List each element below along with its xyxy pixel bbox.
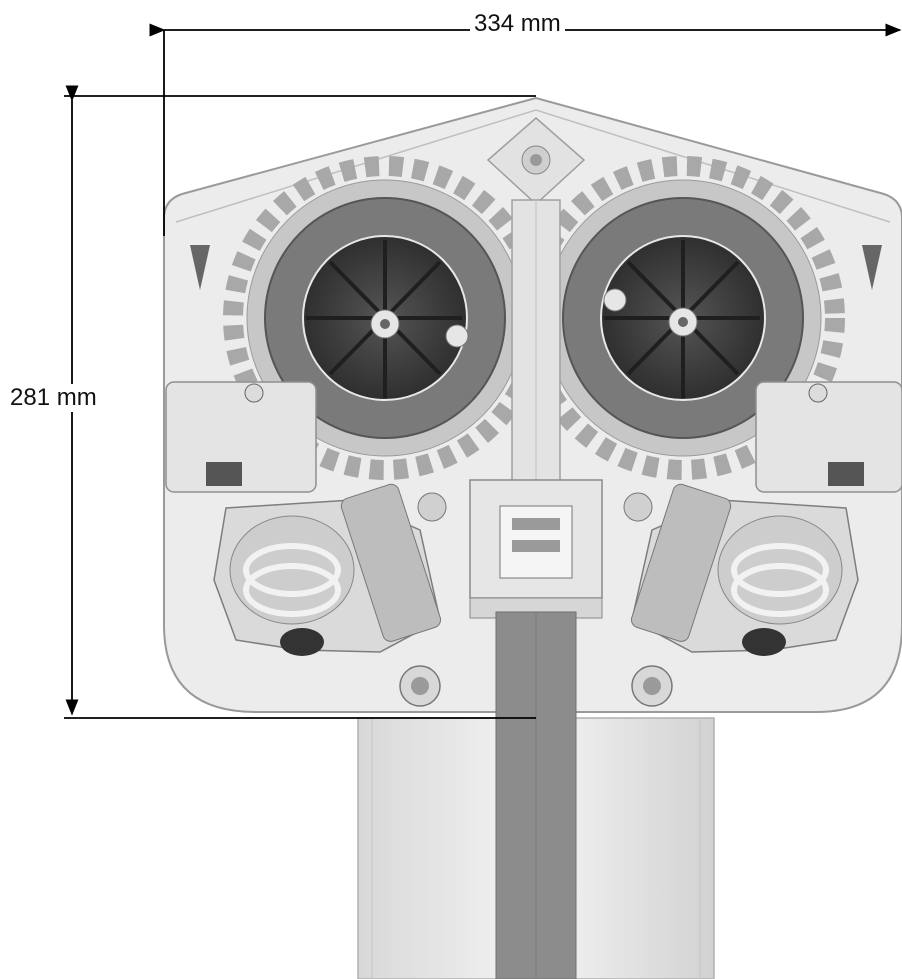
belt-strap <box>495 611 577 979</box>
center-column <box>511 199 561 501</box>
bottom-bolts <box>399 492 673 707</box>
right-reel <box>562 197 804 439</box>
left-reel <box>264 197 506 439</box>
left-tensioner <box>213 483 442 656</box>
width-dimension-label: 334 mm <box>470 10 565 38</box>
left-bracket <box>165 245 317 493</box>
right-tensioner <box>630 483 859 656</box>
right-bracket <box>755 245 902 493</box>
center-clamp <box>469 479 603 619</box>
height-dimension-label: 281 mm <box>6 384 101 412</box>
